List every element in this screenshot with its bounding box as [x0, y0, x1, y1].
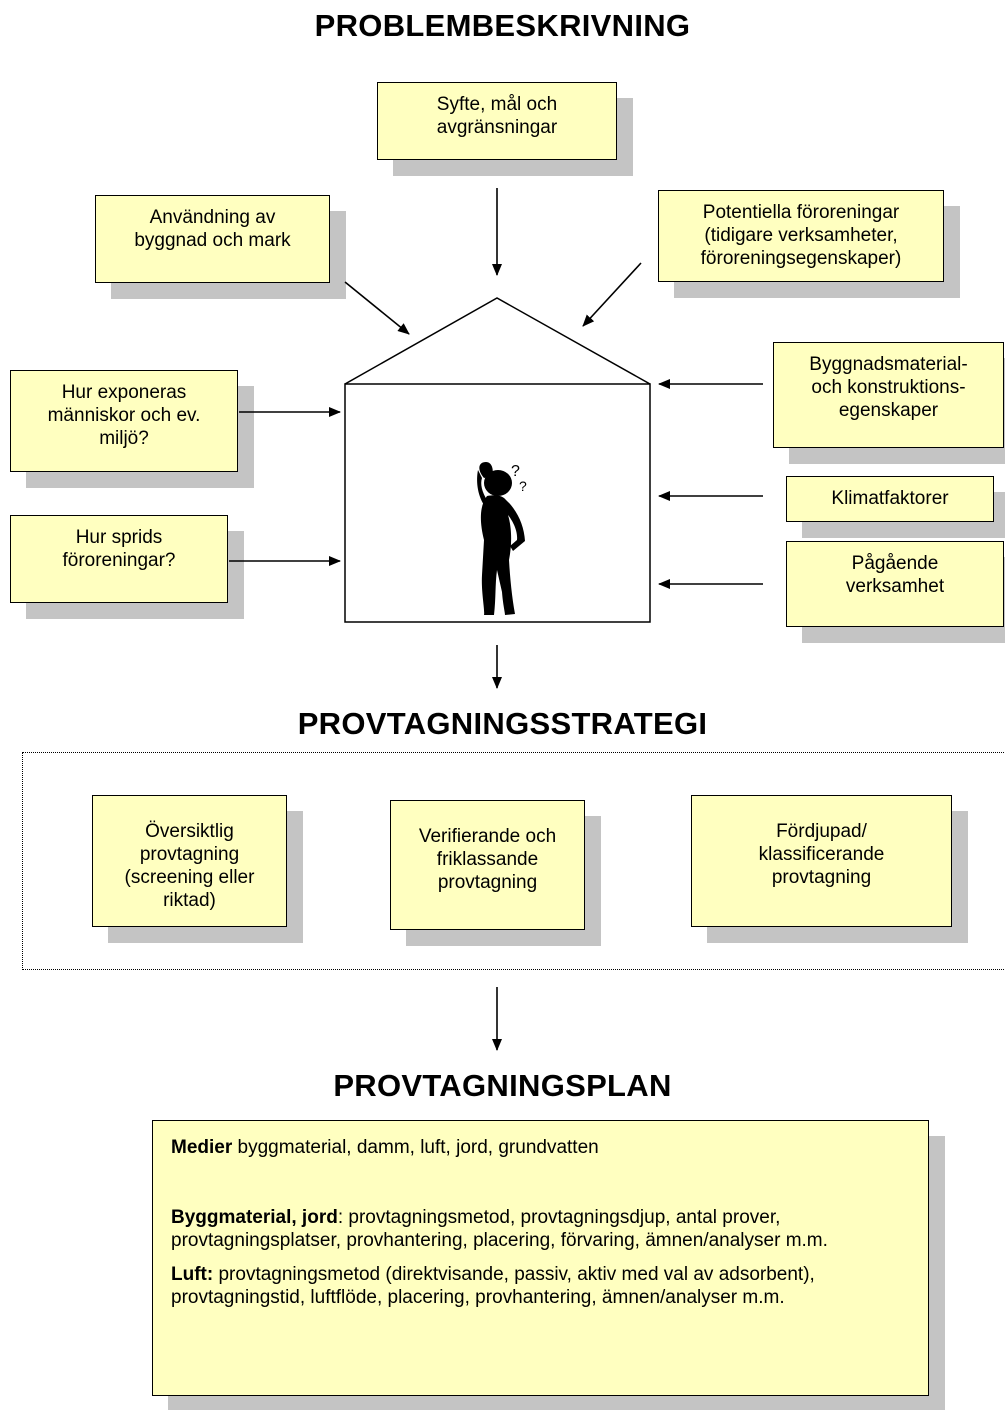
- box-byggnadsmaterial: Byggnadsmaterial- och konstruktions- ege…: [773, 342, 1004, 448]
- plan-bygg-label: Byggmaterial, jord: [171, 1207, 338, 1228]
- box-klimatfaktorer: Klimatfaktorer: [786, 476, 994, 522]
- box-syfte: Syfte, mål och avgränsningar: [377, 82, 617, 160]
- arrow-potentiella: [582, 262, 642, 327]
- box-verifierande-provtagning: Verifierande och friklassande provtagnin…: [390, 800, 585, 930]
- arrow-icon: [229, 188, 763, 1051]
- box-sprids-label: Hur sprids föroreningar?: [62, 527, 176, 571]
- box-hur-sprids: Hur sprids föroreningar?: [10, 515, 228, 603]
- heading-provtagningsstrategi: PROVTAGNINGSSTRATEGI: [297, 706, 708, 741]
- strategy-frame: [22, 752, 1005, 970]
- arrow-anvandning: [344, 281, 410, 335]
- box-pagaende-label: Pågående verksamhet: [845, 553, 945, 597]
- box-potentiella-fororeningar: Potentiella föroreningar (tidigare verks…: [658, 190, 944, 282]
- thinking-person-icon: ? ?: [477, 462, 527, 615]
- box-klimat-label: Klimatfaktorer: [831, 488, 949, 509]
- box-byggnadsmaterial-label: Byggnadsmaterial- och konstruktions- ege…: [809, 354, 968, 421]
- box-fordjupad-provtagning: Fördjupad/ klassificerande provtagning: [691, 795, 952, 927]
- box-pagaende-verksamhet: Pågående verksamhet: [786, 541, 1004, 627]
- plan-byggmaterial: Byggmaterial, jord: provtagningsmetod, p…: [171, 1206, 910, 1252]
- heading-problembeskrivning: PROBLEMBESKRIVNING: [314, 8, 691, 43]
- box-anvandning-label: Användning av byggnad och mark: [134, 207, 291, 251]
- box-oversiktlig-label: Översiktlig provtagning (screening eller…: [124, 821, 255, 911]
- box-anvandning: Användning av byggnad och mark: [95, 195, 330, 283]
- box-hur-exponeras: Hur exponeras människor och ev. miljö?: [10, 370, 238, 472]
- plan-luft-text: provtagningsmetod (direktvisande, passiv…: [171, 1264, 815, 1308]
- box-syfte-label: Syfte, mål och avgränsningar: [436, 94, 558, 138]
- house-roof: [344, 297, 651, 385]
- plan-medier-label: Medier: [171, 1137, 233, 1158]
- plan-medier-text: byggmaterial, damm, luft, jord, grundvat…: [232, 1137, 599, 1158]
- heading-provtagningsplan: PROVTAGNINGSPLAN: [333, 1068, 672, 1103]
- plan-bygg-text: : provtagningsmetod, provtagningsdjup, a…: [171, 1207, 828, 1251]
- svg-text:?: ?: [519, 478, 527, 494]
- box-exponeras-label: Hur exponeras människor och ev. miljö?: [47, 382, 201, 449]
- house-icon: [344, 297, 651, 623]
- svg-text:?: ?: [511, 463, 520, 480]
- box-fordjupad-label: Fördjupad/ klassificerande provtagning: [758, 821, 885, 888]
- box-provtagningsplan: Medier byggmaterial, damm, luft, jord, g…: [152, 1120, 929, 1396]
- box-oversiktlig-provtagning: Översiktlig provtagning (screening eller…: [92, 795, 287, 927]
- plan-medier: Medier byggmaterial, damm, luft, jord, g…: [171, 1136, 910, 1159]
- box-potentiella-label: Potentiella föroreningar (tidigare verks…: [700, 202, 902, 269]
- box-verifierande-label: Verifierande och friklassande provtagnin…: [418, 826, 557, 893]
- plan-luft-label: Luft:: [171, 1264, 214, 1285]
- plan-luft: Luft: provtagningsmetod (direktvisande, …: [171, 1263, 910, 1309]
